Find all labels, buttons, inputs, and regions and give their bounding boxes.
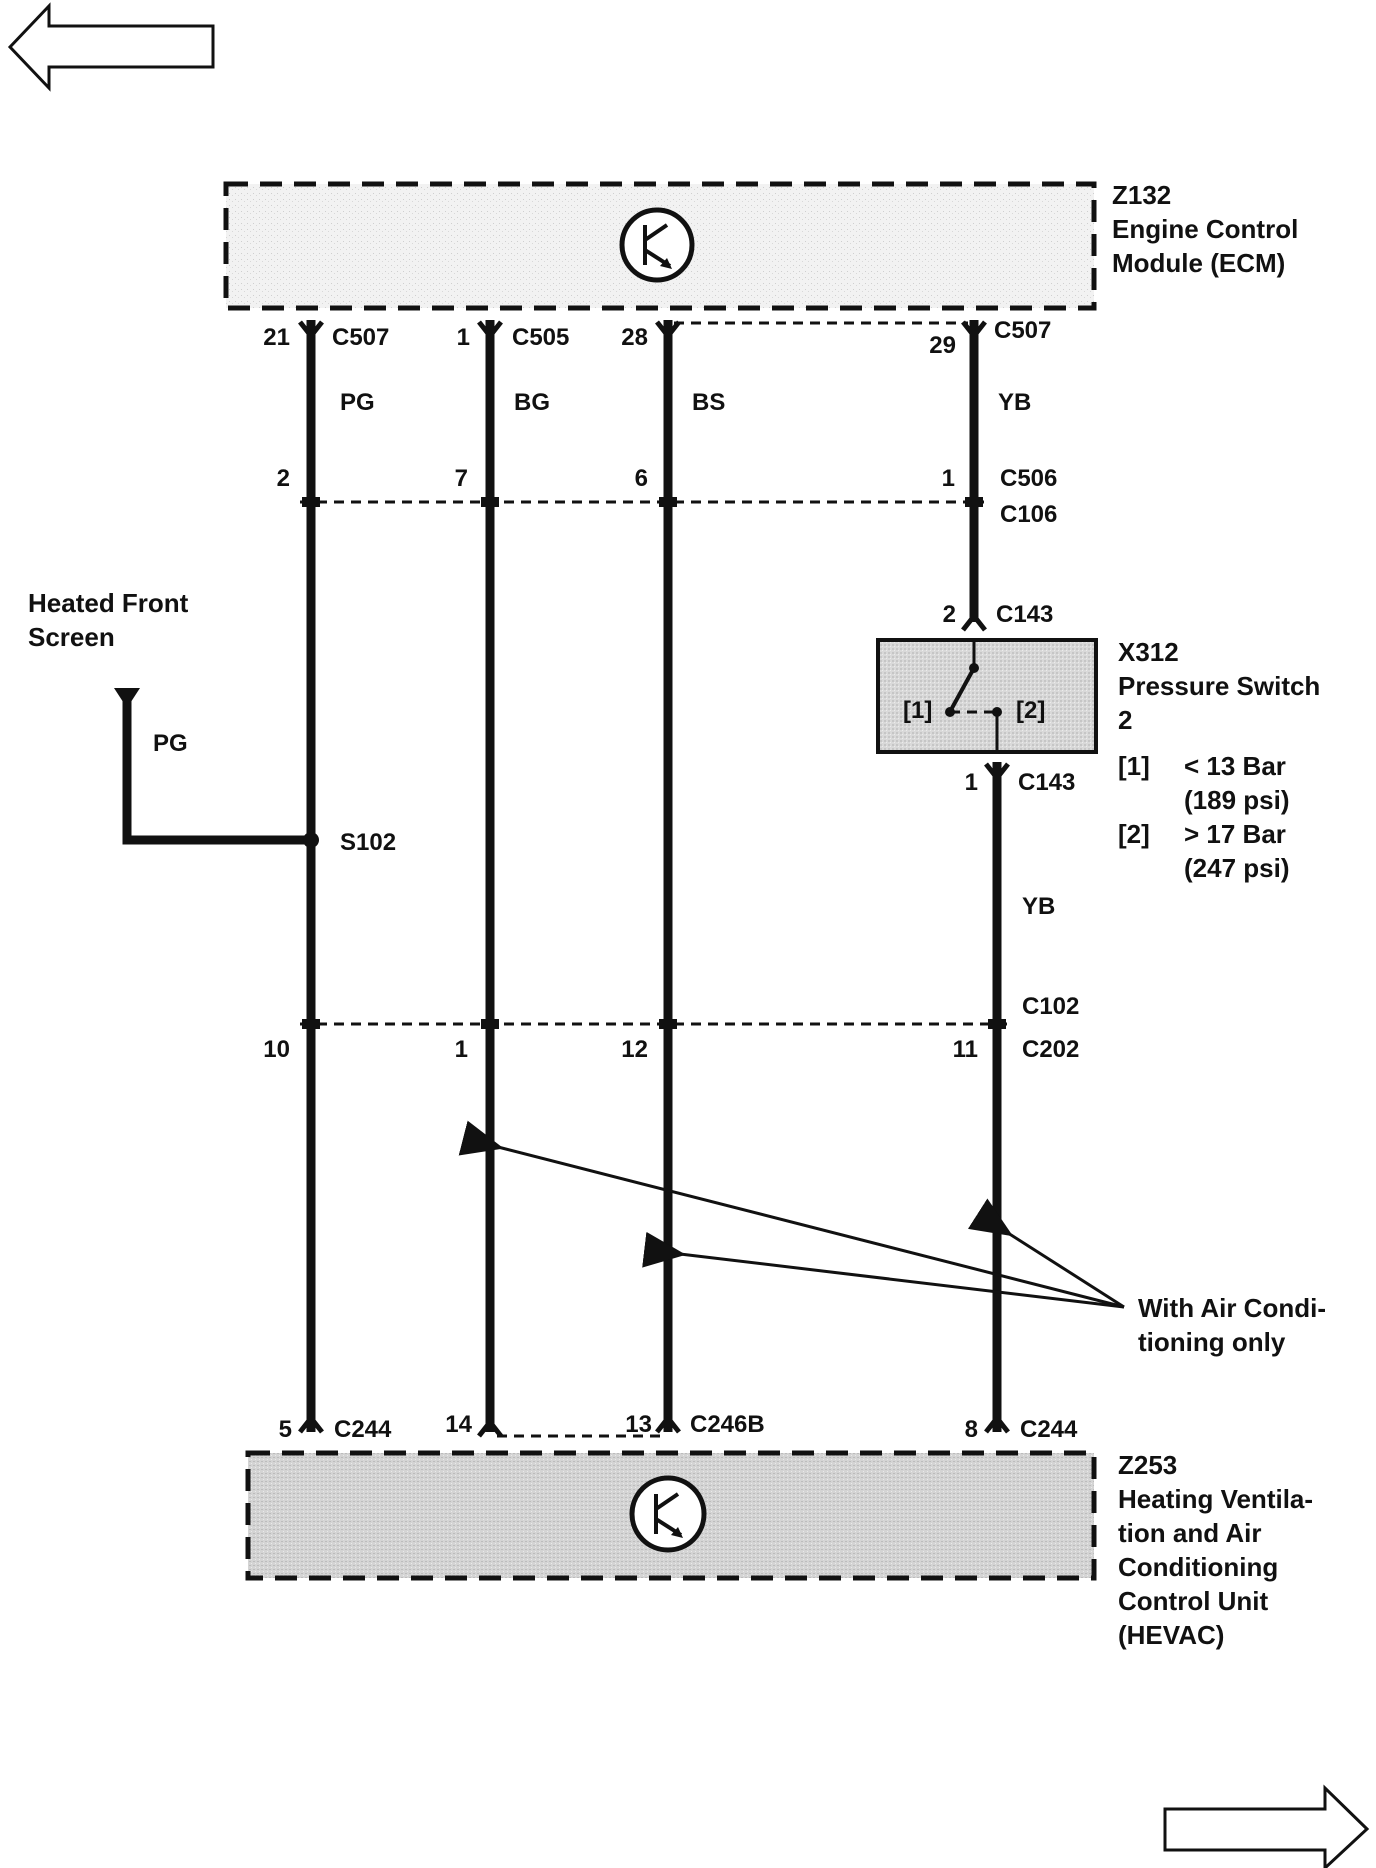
upper-inline-connector: [300, 497, 984, 507]
wire-bg: [477, 320, 503, 1432]
pin-upper-pg: 2: [277, 465, 290, 492]
ac-only-note-line2: tioning only: [1138, 1327, 1286, 1357]
switch-top-pin: 2: [943, 601, 956, 628]
switch-legend-line1a: < 13 Bar: [1184, 751, 1286, 781]
wire-yb-upper: [961, 320, 987, 632]
conn-hevac-bs: C246B: [690, 1411, 765, 1438]
ecm-module: [223, 181, 1097, 311]
switch-pos2-label: [2]: [1016, 697, 1045, 724]
switch-name-line2: 2: [1118, 705, 1132, 735]
lower-conn-b: C202: [1022, 1036, 1079, 1063]
heated-screen-label-line2: Screen: [28, 622, 115, 652]
switch-wire-color: YB: [1022, 893, 1055, 920]
pin-ecm-yb: 29: [929, 332, 956, 359]
switch-legend-key2: [2]: [1118, 819, 1150, 849]
lower-inline-connector: [300, 1019, 1008, 1029]
switch-legend-line2b: (247 psi): [1184, 853, 1290, 883]
pin-hevac-pg: 5: [279, 1416, 292, 1443]
hevac-transistor-icon: [629, 1475, 707, 1553]
switch-id: X312: [1118, 637, 1179, 667]
color-label-yb: YB: [998, 389, 1031, 416]
prev-page-arrow[interactable]: [7, 2, 215, 92]
color-label-bg: BG: [514, 389, 550, 416]
pin-upper-bs: 6: [635, 465, 648, 492]
ac-only-note-line1: With Air Condi-: [1138, 1293, 1326, 1323]
pin-ecm-bs: 28: [621, 324, 648, 351]
pin-hevac-yb: 8: [965, 1416, 978, 1443]
switch-legend-line2a: > 17 Bar: [1184, 819, 1286, 849]
pin-upper-yb: 1: [942, 465, 955, 492]
switch-top-conn: C143: [996, 601, 1053, 628]
ecm-id: Z132: [1112, 180, 1171, 210]
conn-hevac-yb: C244: [1020, 1416, 1078, 1443]
hevac-name-line2: tion and Air: [1118, 1518, 1261, 1548]
switch-name-line1: Pressure Switch: [1118, 671, 1320, 701]
pressure-switch-box: [876, 638, 1098, 754]
switch-legend-line1b: (189 psi): [1184, 785, 1290, 815]
next-page-arrow[interactable]: [1163, 1784, 1370, 1868]
conn-ecm-bg: C505: [512, 324, 569, 351]
pin-hevac-bg: 14: [445, 1411, 472, 1438]
hevac-module: [245, 1450, 1097, 1581]
color-label-pg: PG: [340, 389, 375, 416]
upper-conn-a: C506: [1000, 465, 1057, 492]
conn-ecm-yb: C507: [994, 317, 1051, 344]
ac-only-leader-lines: [458, 1120, 1125, 1309]
conn-hevac-pg: C244: [334, 1416, 392, 1443]
wire-yb-lower: [984, 762, 1010, 1434]
pin-ecm-pg: 21: [263, 324, 290, 351]
hevac-name-line4: Control Unit: [1118, 1586, 1269, 1616]
switch-legend-key1: [1]: [1118, 751, 1150, 781]
pin-upper-bg: 7: [455, 465, 468, 492]
switch-pos1-label: [1]: [903, 697, 932, 724]
wire-pg: [298, 320, 324, 1434]
pin-ecm-bg: 1: [457, 324, 470, 351]
conn-ecm-pg: C507: [332, 324, 389, 351]
color-label-bs: BS: [692, 389, 725, 416]
pin-lower-pg: 10: [263, 1036, 290, 1063]
heated-screen-wire-color: PG: [153, 730, 188, 757]
heated-screen-branch-wire: [114, 688, 319, 848]
pin-lower-yb: 11: [953, 1036, 978, 1063]
ecm-transistor-icon: [619, 207, 695, 283]
splice-dot: [303, 832, 319, 848]
pin-lower-bg: 1: [455, 1036, 468, 1063]
hevac-name-line1: Heating Ventila-: [1118, 1484, 1313, 1514]
pin-hevac-bs: 13: [625, 1411, 652, 1438]
switch-bottom-conn: C143: [1018, 769, 1075, 796]
splice-label: S102: [340, 829, 396, 856]
hevac-name-line5: (HEVAC): [1118, 1620, 1224, 1650]
hevac-id: Z253: [1118, 1450, 1177, 1480]
upper-conn-b: C106: [1000, 501, 1057, 528]
pin-lower-bs: 12: [621, 1036, 648, 1063]
switch-bottom-pin: 1: [965, 769, 978, 796]
hevac-name-line3: Conditioning: [1118, 1552, 1278, 1582]
heated-screen-label-line1: Heated Front: [28, 588, 189, 618]
lower-conn-a: C102: [1022, 993, 1079, 1020]
ecm-name-line1: Engine Control: [1112, 214, 1298, 244]
ecm-name-line2: Module (ECM): [1112, 248, 1285, 278]
wire-bs: [655, 320, 681, 1434]
